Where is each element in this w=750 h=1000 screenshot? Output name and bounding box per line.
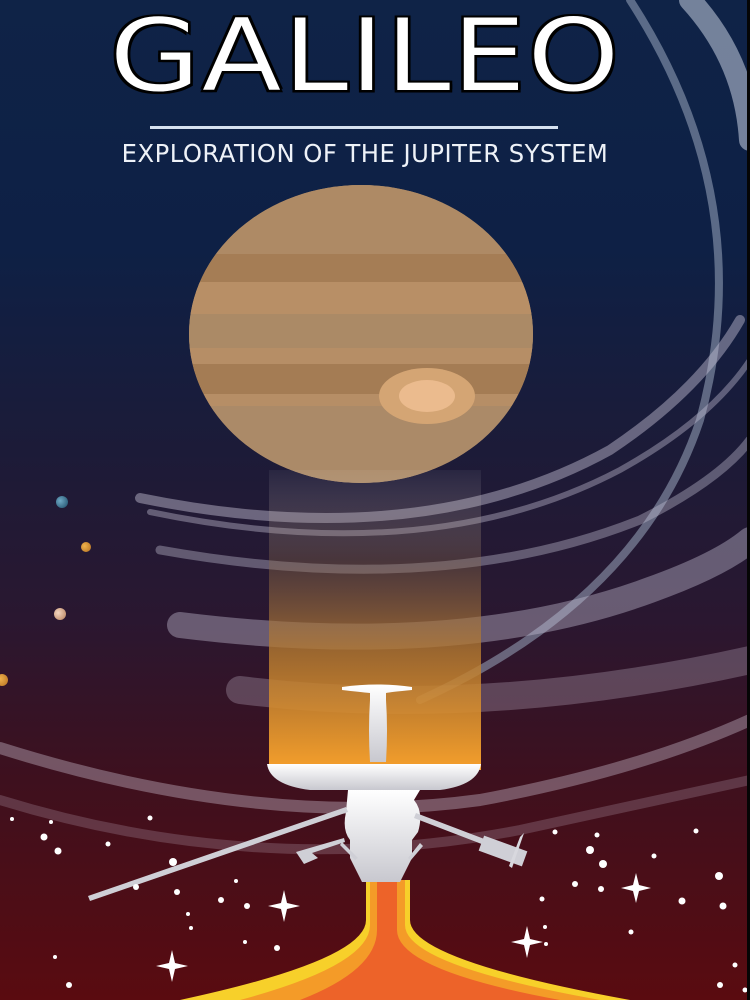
title-divider bbox=[150, 126, 558, 129]
poster-title: GALILEO bbox=[109, 0, 621, 115]
rocket-exhaust bbox=[180, 880, 630, 1000]
galileo-probe-icon bbox=[88, 684, 528, 901]
right-edge-border bbox=[747, 0, 750, 1000]
star-dots bbox=[10, 815, 748, 993]
moon-ganymede-icon bbox=[54, 608, 66, 620]
moon-callisto-icon bbox=[0, 674, 8, 686]
moon-europa-icon bbox=[81, 542, 91, 552]
poster-subtitle: EXPLORATION OF THE JUPITER SYSTEM bbox=[121, 139, 609, 168]
sparkle-star-icon bbox=[156, 873, 651, 982]
moon-io-icon bbox=[56, 496, 68, 508]
